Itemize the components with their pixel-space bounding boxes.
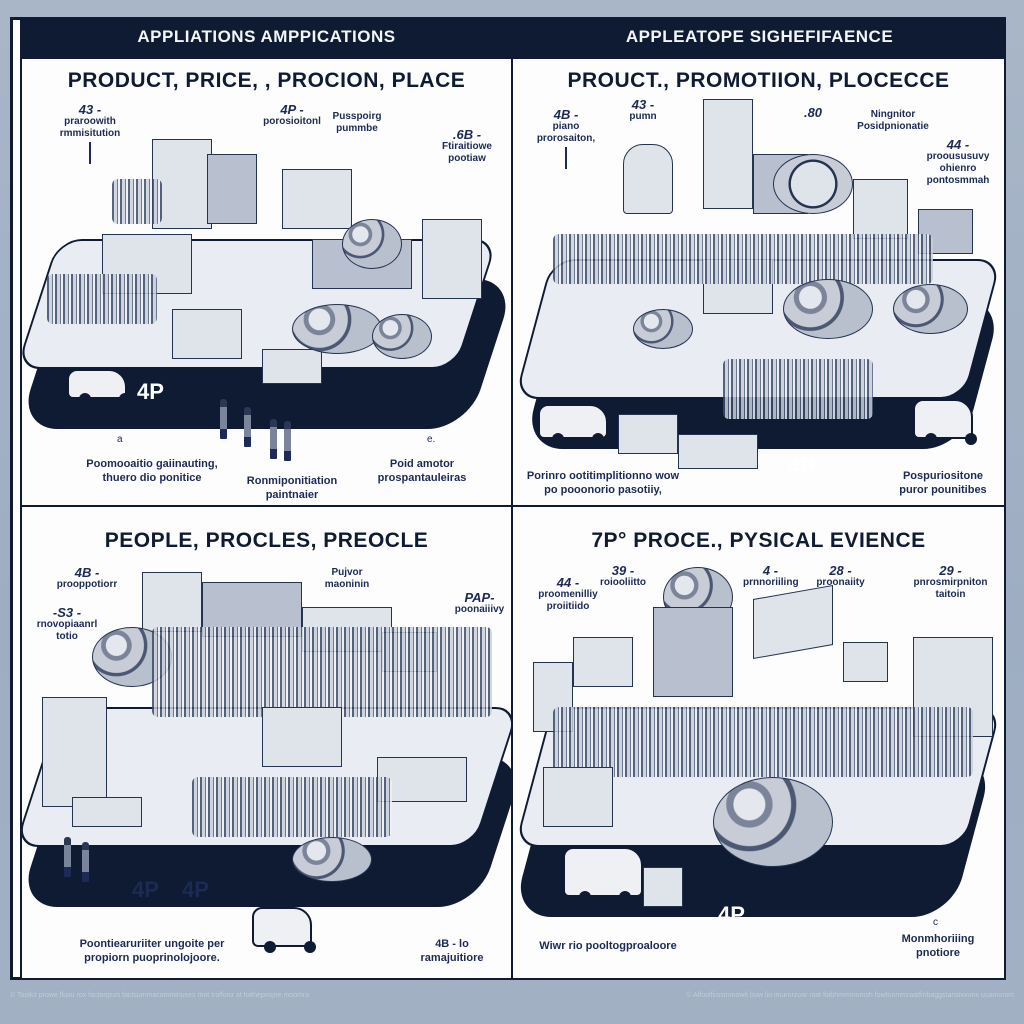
four-p-label: 4P <box>137 379 164 404</box>
produce-pile <box>713 777 833 867</box>
stand <box>573 637 633 687</box>
annotation: .80 <box>803 105 823 120</box>
caption: Pospuriositone puror pounitibes <box>899 470 987 496</box>
person <box>82 842 89 882</box>
caption: Porinro ootitimplitionno wow po pooonori… <box>526 470 680 496</box>
header-right-title: APPLEATOPE SIGHEFIFAENCE <box>625 27 894 46</box>
crowd <box>112 179 162 224</box>
crowd <box>723 359 873 419</box>
four-p-label: 4P <box>182 877 209 902</box>
car <box>67 369 127 405</box>
annotation: 4 - prnnoriiling <box>743 563 799 588</box>
caption: 4B - lo ramajuitiore <box>420 938 484 964</box>
box <box>843 642 888 682</box>
header-left-title: APPLIATIONS AMPPICATIONS <box>137 27 396 46</box>
four-p-label: 4P <box>788 454 815 479</box>
crowd <box>553 234 933 284</box>
small-mark: a <box>117 434 123 445</box>
quadrant-title: PROUCT., PROMOTIION, PLOCECCE <box>567 69 950 92</box>
crate-stack <box>142 572 202 632</box>
quadrant-people-process: PEOPLE, PROCLES, PREOCLE 4P 4P 4B - proo… <box>20 505 513 980</box>
building <box>282 169 352 229</box>
building <box>422 219 482 299</box>
truck <box>913 399 973 445</box>
truck <box>563 847 643 903</box>
person <box>64 837 71 877</box>
annotation: 43 - praroowith rmmisitution <box>50 103 130 164</box>
caption: Poomooaitio gaiinauting, thuero dio poni… <box>86 458 218 484</box>
produce-pile <box>783 279 873 339</box>
market-stall <box>172 309 242 359</box>
caption: Poontiearuriiter ungoite per propiorn pu… <box>79 938 225 964</box>
annotation: 29 - pnrosmirpniton taitoin <box>913 563 988 600</box>
annotation: Pusspoirg pummbe <box>332 111 382 134</box>
quadrant-product-promotion: PROUCT., PROMOTIION, PLOCECCE 4P 4B - pi… <box>511 57 1006 507</box>
tent <box>753 584 833 660</box>
annotation: .6B - Ftiraitiowe pootiaw <box>441 127 492 164</box>
crowd <box>47 274 157 324</box>
annotation: PAP- poonaiiivy <box>454 590 505 615</box>
building <box>152 139 212 229</box>
building <box>623 144 673 214</box>
produce-pile <box>342 219 402 269</box>
quadrant-title: PRODUCT, PRICE, , PROCION, PLACE <box>67 69 466 92</box>
small-mark: c <box>933 917 938 928</box>
annotation: -S3 - rnovopiaanrl totio <box>36 605 98 642</box>
small-mark: e. <box>427 434 436 445</box>
quadrant-title: 7P° PROCE., PYSICAL EVIENCE <box>591 529 926 552</box>
annotation: Ningnitor Posidpnionatie <box>857 109 929 132</box>
person <box>284 421 291 461</box>
footer-credit-right: © Alfoolfirosmmowit lisiw lio imurorzoar… <box>686 992 1014 999</box>
caption: Poid amotor prospantauleiras <box>377 458 467 484</box>
crate <box>678 434 758 469</box>
quadrant-title: PEOPLE, PROCLES, PREOCLE <box>104 529 429 552</box>
produce-pile <box>372 314 432 359</box>
footer-credit-left: © Toolkit prowe fluxu rox factoripuis fa… <box>10 992 310 999</box>
four-p-label: 4P <box>718 902 745 927</box>
annotation: 43 - pumn <box>629 97 657 122</box>
produce-pile <box>893 284 968 334</box>
caption: Monmhoriiing pnotiore <box>901 933 975 959</box>
pointer-line <box>89 142 91 164</box>
caption: Wiwr rio pooltogproaloore <box>539 940 677 952</box>
person <box>244 407 251 447</box>
stadium <box>773 154 853 214</box>
building <box>703 99 753 209</box>
crowd <box>553 707 973 777</box>
crate <box>543 767 613 827</box>
four-p-label: 4P <box>132 877 159 902</box>
crate <box>72 797 142 827</box>
annotation: 28 - proonaiity <box>816 563 865 588</box>
person <box>220 399 227 439</box>
market-stall <box>262 707 342 767</box>
produce-pile <box>292 837 372 882</box>
annotation: 39 - roiooliitto <box>599 563 647 588</box>
person <box>270 419 277 459</box>
annotation: 4B - piano prorosaiton, <box>531 108 601 169</box>
produce-pile <box>633 309 693 349</box>
pointer-line <box>565 147 567 169</box>
quadrant-product-price: PRODUCT, PRICE, , PROCION, PLACE 4P 43 -… <box>20 57 513 507</box>
crowd <box>192 777 392 837</box>
signboard <box>643 867 683 907</box>
caption: Ronmiponitiation paintnaier <box>246 475 338 501</box>
annotation: Pujvor maoninin <box>324 567 370 590</box>
car <box>252 907 312 953</box>
crate <box>262 349 322 384</box>
crate <box>618 414 678 454</box>
produce-pile <box>292 304 382 354</box>
building <box>207 154 257 224</box>
building <box>853 179 908 239</box>
quadrant-process-physical-evidence: 7P° PROCE., PYSICAL EVIENCE 4P 44 - proo… <box>511 505 1006 980</box>
annotation: 44 - prooususuvy ohienro pontosmmah <box>926 137 990 186</box>
header-bar: APPLIATIONS AMPPICATIONS APPLEATOPE SIGH… <box>20 17 1006 57</box>
tall-block <box>42 697 107 807</box>
bin <box>653 607 733 697</box>
crate <box>377 757 467 802</box>
annotation: 4B - prooppotiorr <box>56 565 118 590</box>
crowd <box>152 627 492 717</box>
car <box>538 404 608 445</box>
annotation: 44 - proomenilliy proiitiido <box>538 575 598 612</box>
annotation: 4P - porosioitonl <box>263 102 321 127</box>
